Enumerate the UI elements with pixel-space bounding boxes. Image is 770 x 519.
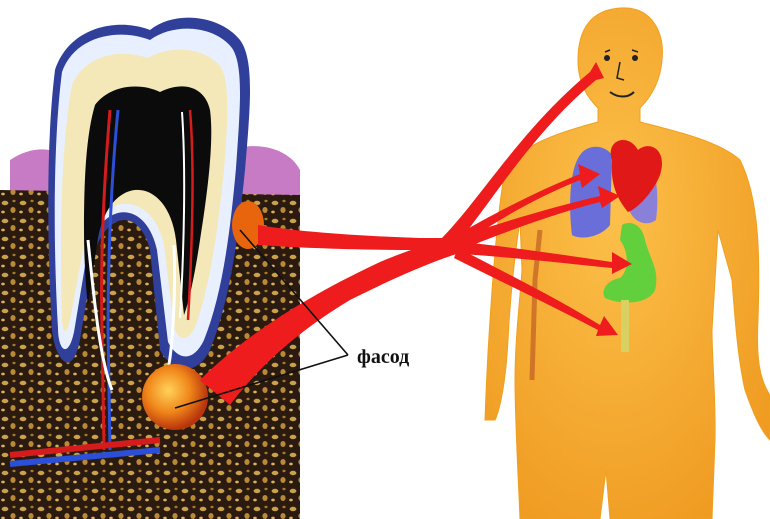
abscess-label: фасод: [357, 346, 409, 369]
root-abscess: [142, 364, 208, 430]
tooth-cross-section-icon: [0, 18, 300, 519]
